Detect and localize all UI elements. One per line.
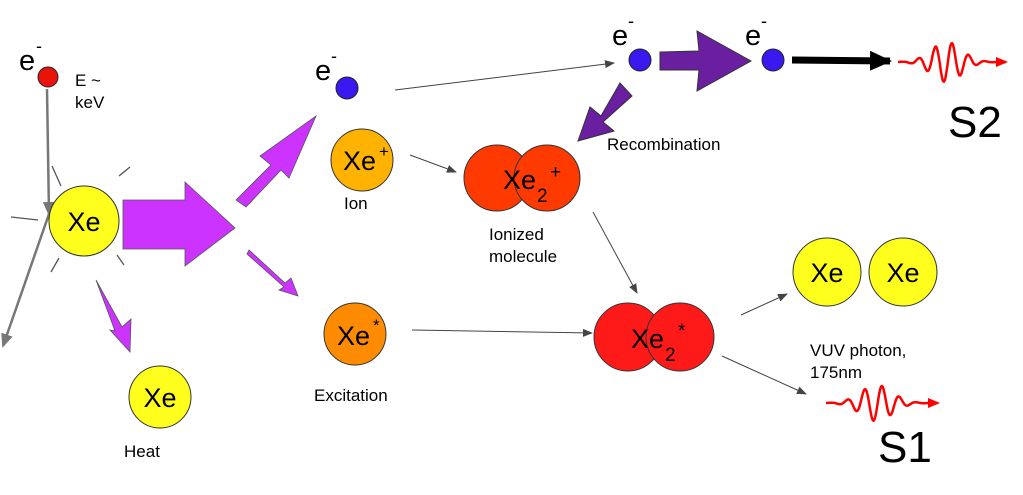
ionization-arrow <box>235 114 317 208</box>
energy-label-line1: E ~ <box>75 71 101 90</box>
ground-atom-right-label: Xe <box>886 258 919 288</box>
xenon-ion: Xe + <box>330 128 394 192</box>
ionized-molecule-label-line1: Ionized <box>489 225 544 244</box>
ionized-molecule-subscript: 2 <box>537 186 548 207</box>
ground-state-atoms: Xe Xe <box>792 237 938 307</box>
excited-xenon-marker: * <box>373 316 380 335</box>
excited-xenon-atom: Xe * <box>323 302 387 366</box>
excited-to-excimer-arrow <box>411 328 593 337</box>
drift-electron-2-dot <box>761 48 785 72</box>
electron-track-arrow <box>42 88 55 216</box>
incoming-electron-dot <box>37 66 59 88</box>
molecule-to-excimer-arrow <box>592 211 638 294</box>
ion-label: Ion <box>344 194 368 213</box>
electroluminescence-arrow <box>791 50 892 71</box>
recombination-label: Recombination <box>607 135 720 154</box>
freed-electron-dot <box>335 76 359 100</box>
ionized-molecule: Xe 2 + <box>463 144 581 212</box>
excimer-to-photon-arrow <box>721 355 807 395</box>
drift-electron-2-symbol: e <box>745 20 761 52</box>
excited-xenon-symbol: Xe <box>337 321 370 351</box>
heat-xenon-label: Xe <box>143 383 176 413</box>
excitation-label: Excitation <box>314 386 388 405</box>
s2-signal-label: S2 <box>948 98 1002 147</box>
ion-to-molecule-arrow <box>409 154 457 173</box>
drift-electron-1-dot <box>628 48 652 72</box>
excited-molecule-marker: * <box>678 321 686 342</box>
ionized-molecule-symbol: Xe <box>503 165 536 195</box>
incoming-electron: e - E ~ keV <box>19 36 105 112</box>
energy-deposit-arrow <box>122 181 236 267</box>
xenon-ion-charge: + <box>379 142 389 161</box>
incoming-electron-symbol: e <box>19 45 35 77</box>
drift-electron-1-charge: - <box>628 11 634 31</box>
excited-molecule: Xe 2 * <box>593 302 715 372</box>
s2-photon-wave <box>898 41 1008 84</box>
freed-electron: e - <box>315 46 359 100</box>
s1-signal-label: S1 <box>878 423 932 472</box>
ground-atom-left-label: Xe <box>810 258 843 288</box>
drift-electron-2-charge: - <box>761 11 767 31</box>
scattered-electron-arrow <box>1 213 51 348</box>
target-xenon-atom: Xe <box>48 185 120 257</box>
drift-electron-1-symbol: e <box>612 20 628 52</box>
heat-xenon-atom: Xe <box>128 365 192 429</box>
energy-label-line2: keV <box>75 93 105 112</box>
excitation-arrow <box>246 249 299 297</box>
heat-label: Heat <box>124 442 160 461</box>
xenon-ion-symbol: Xe <box>343 146 376 176</box>
extraction-arrow <box>659 30 753 92</box>
excited-molecule-symbol: Xe <box>631 324 664 354</box>
excited-molecule-subscript: 2 <box>665 345 676 366</box>
drift-electron-1: e - <box>612 11 652 72</box>
freed-electron-symbol: e <box>315 55 331 87</box>
drift-electron-2: e - <box>745 11 785 72</box>
photon-label-line1: VUV photon, <box>810 341 906 360</box>
drift-arrow-1 <box>394 60 615 91</box>
photon-label-line2: 175nm <box>810 363 862 382</box>
incoming-electron-charge: - <box>36 36 42 56</box>
excimer-to-ground-arrow <box>740 293 788 316</box>
heat-arrow <box>95 279 132 354</box>
ionized-molecule-charge: + <box>550 162 561 183</box>
target-xenon-label: Xe <box>67 207 100 237</box>
freed-electron-charge: - <box>331 46 337 66</box>
ionized-molecule-label-line2: molecule <box>489 247 557 266</box>
recombination-arrow <box>577 82 633 142</box>
s1-photon-wave <box>826 384 940 423</box>
